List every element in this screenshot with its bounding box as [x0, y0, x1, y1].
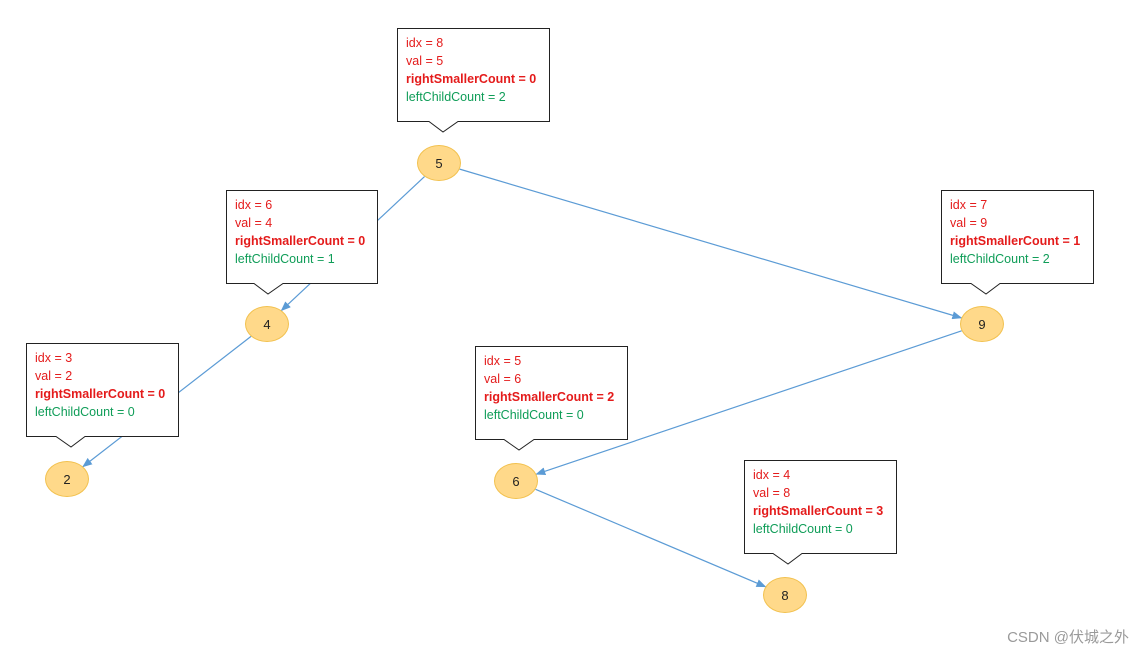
- callout-val: val = 5: [406, 54, 444, 68]
- callout-idx: idx = 8: [406, 36, 444, 50]
- callout-left-child-count: leftChildCount = 2: [950, 252, 1050, 266]
- tree-node-9: 9: [960, 306, 1004, 342]
- callout-node-8: idx = 4 val = 8 rightSmallerCount = 3 le…: [744, 460, 897, 565]
- callout-left-child-count: leftChildCount = 2: [406, 90, 506, 104]
- watermark-text: CSDN @伏城之外: [1007, 629, 1129, 646]
- callout-val: val = 4: [235, 216, 273, 230]
- callout-right-smaller-count: rightSmallerCount = 1: [950, 234, 1081, 248]
- edge-n6-n8: [535, 488, 767, 588]
- callout-val: val = 6: [484, 372, 522, 386]
- callout-right-smaller-count: rightSmallerCount = 3: [753, 504, 884, 518]
- callout-node-4: idx = 6 val = 4 rightSmallerCount = 0 le…: [226, 190, 378, 295]
- edge-n5a-n9: [459, 168, 963, 320]
- tree-node-2: 2: [45, 461, 89, 497]
- callout-right-smaller-count: rightSmallerCount = 2: [484, 390, 615, 404]
- callout-val: val = 9: [950, 216, 988, 230]
- callout-idx: idx = 4: [753, 468, 791, 482]
- callout-val: val = 8: [753, 486, 791, 500]
- callout-left-child-count: leftChildCount = 0: [35, 405, 135, 419]
- callout-node-6: idx = 5 val = 6 rightSmallerCount = 2 le…: [475, 346, 628, 451]
- callout-left-child-count: leftChildCount = 1: [235, 252, 335, 266]
- tree-node-4: 4: [245, 306, 289, 342]
- callout-idx: idx = 3: [35, 351, 73, 365]
- callout-left-child-count: leftChildCount = 0: [753, 522, 853, 536]
- callout-node-5: idx = 8 val = 5 rightSmallerCount = 0 le…: [397, 28, 550, 133]
- callout-node-2: idx = 3 val = 2 rightSmallerCount = 0 le…: [26, 343, 179, 448]
- edge-n9-n6: [535, 330, 962, 476]
- callout-right-smaller-count: rightSmallerCount = 0: [235, 234, 366, 248]
- tree-node-5: 5: [417, 145, 461, 181]
- callout-left-child-count: leftChildCount = 0: [484, 408, 584, 422]
- callout-node-9: idx = 7 val = 9 rightSmallerCount = 1 le…: [941, 190, 1094, 295]
- tree-node-6: 6: [494, 463, 538, 499]
- callout-right-smaller-count: rightSmallerCount = 0: [406, 72, 537, 86]
- callout-idx: idx = 6: [235, 198, 273, 212]
- callout-idx: idx = 7: [950, 198, 988, 212]
- callout-right-smaller-count: rightSmallerCount = 0: [35, 387, 166, 401]
- callout-val: val = 2: [35, 369, 73, 383]
- callout-idx: idx = 5: [484, 354, 522, 368]
- tree-node-8: 8: [763, 577, 807, 613]
